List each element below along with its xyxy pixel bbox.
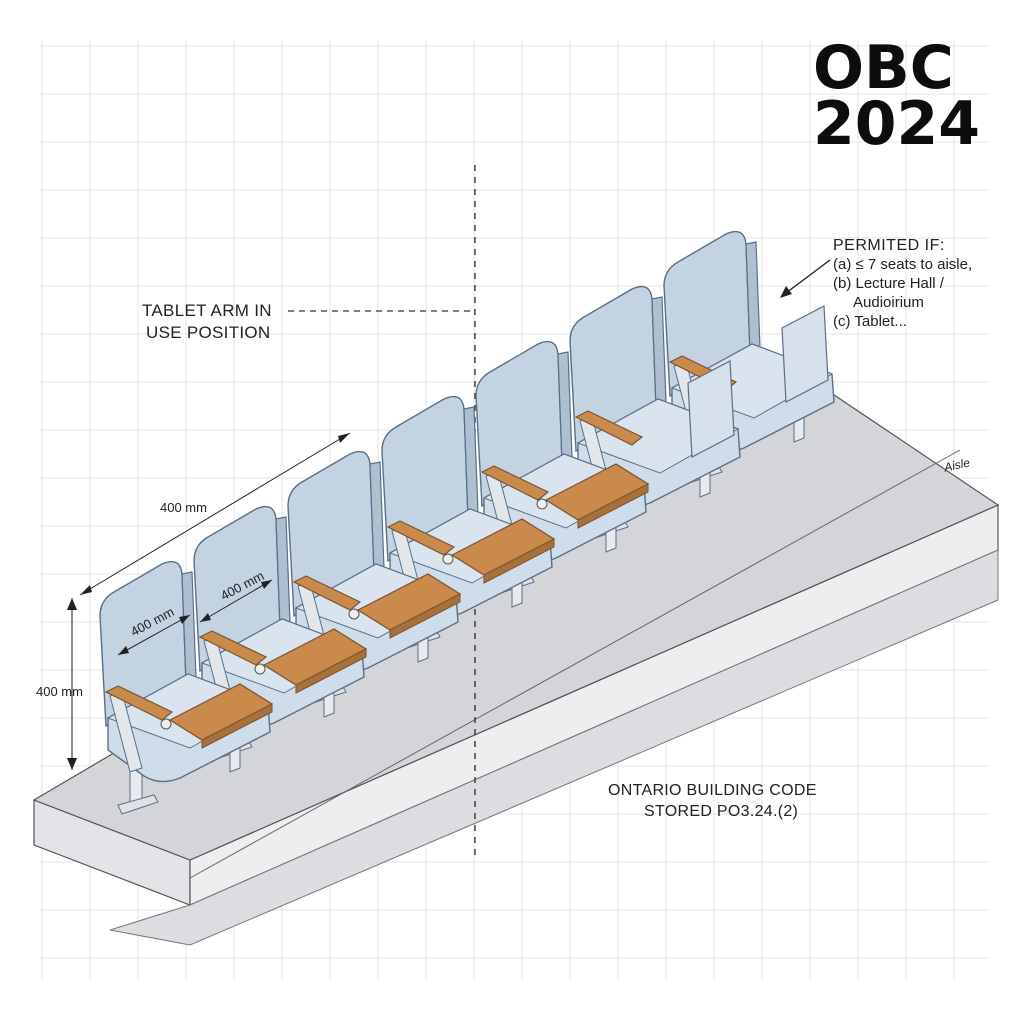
dimension-label-row-length: 400 mm: [160, 500, 207, 515]
tablet-callout-line-2: USE POSITION: [146, 323, 271, 342]
badge-line-2: 2024: [813, 89, 980, 159]
tablet-arm-edge: [483, 538, 555, 584]
condition-c: (c) Tablet...: [833, 313, 907, 330]
tablet-hinge: [442, 553, 454, 565]
condition-b: (b) Lecture Hall /: [833, 275, 944, 292]
aisle-floor: [109, 549, 999, 946]
seat-armrest: [198, 630, 268, 666]
condition-a: (a) ≤ 7 seats to aisle,: [833, 256, 973, 273]
code-reference-line-1: ONTARIO BUILDING CODE: [608, 782, 817, 799]
tablet-arm-edge: [389, 593, 461, 639]
seat-armrest: [386, 520, 456, 556]
dimension-height: [67, 598, 77, 770]
conditions-heading: PERMITED IF:: [833, 237, 945, 254]
code-reference: ONTARIO BUILDING CODE STORED PO3.24.(2): [608, 780, 817, 822]
seat: [99, 560, 274, 815]
tablet-callout: TABLET ARM IN USE POSITION: [142, 300, 272, 344]
platform-line: [189, 449, 961, 879]
seat-armrest: [480, 465, 550, 501]
floor-platform: [32, 359, 1000, 946]
tablet-hinge: [160, 718, 172, 730]
tablet-hinge: [348, 608, 360, 620]
tablet-hinge: [254, 663, 266, 675]
seat-row: [99, 230, 835, 815]
tablet-arm-edge: [201, 703, 273, 749]
conditions-panel: PERMITED IF: (a) ≤ 7 seats to aisle, (b)…: [833, 236, 972, 331]
seat-foot: [117, 794, 159, 815]
tablet-arm-stowed: [687, 360, 735, 458]
tablet-callout-line-1: TABLET ARM IN: [142, 301, 272, 320]
condition-b-cont: Audioirium: [853, 294, 924, 311]
tablet-hinge: [536, 498, 548, 510]
badge-line-1: OBC: [813, 33, 954, 103]
seat-armrest: [104, 685, 174, 721]
code-reference-line-2: STORED PO3.24.(2): [644, 803, 799, 820]
seat-armrest: [574, 410, 644, 446]
dimension-seat-width: [117, 614, 191, 656]
tablet-arm-stowed: [781, 305, 829, 403]
dimension-seat-depth: [199, 579, 273, 623]
dimension-row-length: [79, 432, 351, 596]
obc-badge: OBC 2024: [813, 33, 980, 159]
seat: [381, 395, 556, 650]
conditions-arrow: [780, 259, 831, 298]
tablet-arm-edge: [577, 483, 649, 529]
tablet-arm-edge: [295, 648, 367, 694]
seat-armrest: [292, 575, 362, 611]
dimension-label-height: 400 mm: [36, 684, 83, 699]
